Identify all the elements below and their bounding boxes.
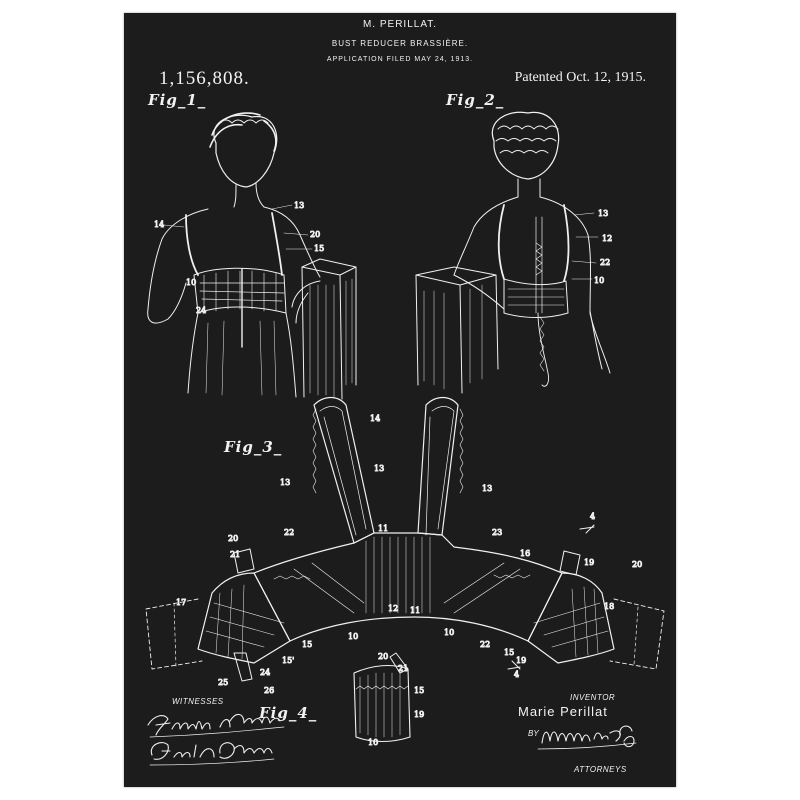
svg-text:22: 22	[284, 528, 294, 537]
svg-text:14: 14	[154, 220, 164, 229]
patent-poster: M. PERILLAT. BUST REDUCER BRASSIÈRE. APP…	[124, 13, 676, 787]
figure-4-label: Fig_4_	[259, 704, 318, 722]
figure-1-front-view	[147, 112, 357, 400]
inventor-name-heading: M. PERILLAT.	[362, 19, 438, 30]
svg-text:23: 23	[492, 528, 502, 537]
figure-2-back-view	[415, 111, 611, 394]
svg-text:21: 21	[230, 550, 240, 559]
witnesses-label: WITNESSES	[172, 697, 224, 706]
svg-text:24: 24	[196, 306, 206, 315]
svg-text:20: 20	[378, 652, 388, 661]
figure-1-label: Fig_1_	[148, 91, 207, 109]
svg-text:15: 15	[302, 640, 312, 649]
svg-text:13: 13	[280, 478, 290, 487]
svg-text:20: 20	[228, 534, 238, 543]
attorneys-label: ATTORNEYS	[574, 765, 627, 774]
svg-text:19: 19	[414, 710, 424, 719]
figure-3-flat-garment	[145, 396, 665, 682]
svg-text:17: 17	[176, 598, 186, 607]
svg-text:15: 15	[504, 648, 514, 657]
svg-text:10: 10	[186, 278, 196, 287]
svg-text:15: 15	[414, 686, 424, 695]
svg-text:12: 12	[602, 234, 612, 243]
svg-text:13: 13	[598, 209, 608, 218]
patent-date: Patented Oct. 12, 1915.	[514, 70, 646, 85]
figure-4-section-detail	[353, 652, 411, 743]
application-filed-line: APPLICATION FILED MAY 24, 1913.	[326, 56, 474, 63]
svg-text:25: 25	[218, 678, 228, 687]
svg-text:16: 16	[520, 549, 530, 558]
inventor-signature: Marie Perillat	[518, 704, 608, 719]
svg-text:19: 19	[584, 558, 594, 567]
figure-2-label: Fig_2_	[446, 91, 505, 109]
svg-text:13: 13	[294, 201, 304, 210]
patent-drawing: 14 13 20 15 10 24	[145, 111, 665, 766]
svg-text:12: 12	[388, 604, 398, 613]
svg-text:20: 20	[310, 230, 320, 239]
svg-text:19: 19	[516, 656, 526, 665]
svg-text:10: 10	[594, 276, 604, 285]
svg-text:10: 10	[368, 738, 378, 747]
witness-signature-1	[147, 713, 285, 738]
svg-text:10: 10	[444, 628, 454, 637]
svg-text:20: 20	[632, 560, 642, 569]
svg-text:22: 22	[600, 258, 610, 267]
svg-text:10: 10	[348, 632, 358, 641]
invention-title: BUST REDUCER BRASSIÈRE.	[331, 39, 469, 48]
svg-text:4: 4	[514, 670, 519, 679]
svg-text:13: 13	[374, 464, 384, 473]
svg-text:11: 11	[410, 606, 420, 615]
svg-text:15: 15	[314, 244, 324, 253]
svg-text:11: 11	[378, 524, 388, 533]
witness-signature-2	[149, 742, 275, 766]
svg-text:22: 22	[480, 640, 490, 649]
by-label: BY	[528, 729, 539, 738]
svg-text:24: 24	[260, 668, 270, 677]
svg-text:14: 14	[370, 414, 380, 423]
svg-text:15': 15'	[282, 656, 294, 665]
svg-text:26: 26	[264, 686, 274, 695]
svg-text:13: 13	[482, 484, 492, 493]
svg-text:4: 4	[590, 512, 595, 521]
svg-text:21: 21	[398, 664, 408, 673]
inventor-label: INVENTOR	[570, 693, 616, 702]
attorney-signature	[537, 725, 637, 750]
patent-number: 1,156,808.	[159, 68, 250, 89]
figure-3-label: Fig_3_	[224, 438, 283, 456]
svg-text:18: 18	[604, 602, 614, 611]
